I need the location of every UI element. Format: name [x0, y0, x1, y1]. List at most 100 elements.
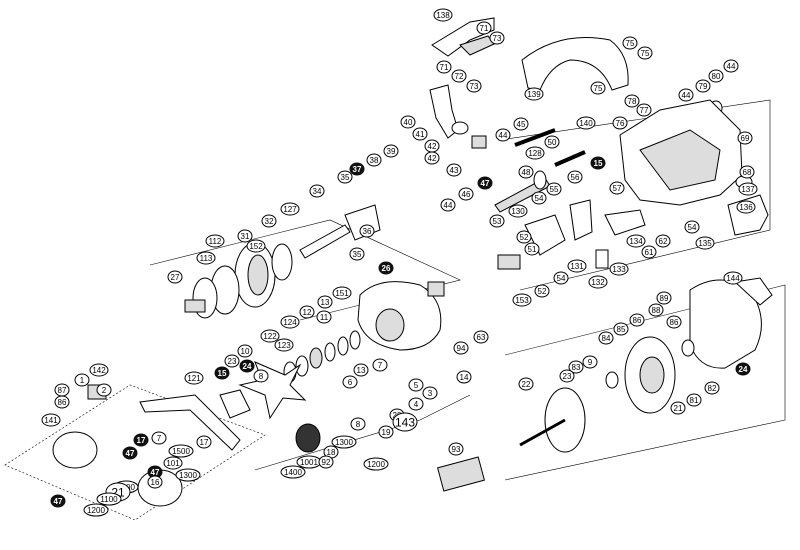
- callout-label: 16: [151, 478, 160, 487]
- callout-bubble: [133, 433, 149, 447]
- callout-label: 13: [321, 298, 330, 307]
- callout-85: 85: [613, 322, 629, 336]
- callout-bubble: [723, 271, 743, 285]
- callout-17: 17: [133, 433, 149, 447]
- brake-plate-hub-part: [639, 356, 665, 394]
- callout-bubble: [309, 184, 325, 198]
- right-frame-group-outline: [499, 99, 771, 291]
- callout-72: 72: [451, 69, 467, 83]
- callout-bubble: [622, 36, 638, 50]
- callout-bubble: [588, 275, 608, 289]
- drag-cap-part: [295, 423, 321, 453]
- callout-44: 44: [495, 128, 511, 142]
- callout-bubble: [246, 239, 266, 253]
- frame-cover-part: [521, 37, 629, 91]
- callout-label: 61: [645, 248, 654, 257]
- washer-123-part: [295, 355, 309, 377]
- callout-8: 8: [350, 417, 366, 431]
- callout-bubble: [408, 378, 424, 392]
- callout-label: 79: [699, 82, 708, 91]
- callout-label: 128: [528, 149, 542, 158]
- callout-label: 92: [322, 458, 331, 467]
- callout-label: 1200: [367, 460, 385, 469]
- callout-bubble: [508, 204, 528, 218]
- callout-42: 42: [424, 151, 440, 165]
- callout-21: 21: [670, 401, 686, 415]
- callout-124: 124: [280, 315, 300, 329]
- callout-bubble: [96, 492, 122, 506]
- callout-label: 86: [633, 316, 642, 325]
- callout-bubble: [456, 370, 472, 384]
- callout-label: 19: [382, 428, 391, 437]
- main-frame: [619, 99, 769, 236]
- callout-bubble: [546, 182, 562, 196]
- callout-bubble: [280, 465, 306, 479]
- callout-label: 123: [277, 341, 291, 350]
- callout-47: 47: [477, 176, 493, 190]
- callout-label: 13: [357, 366, 366, 375]
- callout-bubble: [598, 331, 614, 345]
- callout-bubble: [363, 457, 389, 471]
- callout-label: 24: [739, 365, 748, 374]
- callout-bubble: [655, 234, 671, 248]
- callout-bubble: [684, 220, 700, 234]
- callout-bubble: [147, 475, 163, 489]
- callout-bubble: [446, 163, 462, 177]
- handle-arm-part: [139, 394, 241, 451]
- callout-77: 77: [636, 103, 652, 117]
- callout-bubble: [316, 310, 332, 324]
- callout-label: 35: [341, 173, 350, 182]
- callout-label: 2: [102, 386, 107, 395]
- callout-bubble: [609, 181, 625, 195]
- callout-bubble: [489, 31, 505, 45]
- callout-label: 54: [688, 223, 697, 232]
- callout-label: 113: [200, 254, 213, 263]
- callout-bubble: [318, 455, 334, 469]
- star-drag-handle: [52, 361, 321, 507]
- callout-bubble: [408, 397, 424, 411]
- callout-bubble: [261, 214, 277, 228]
- callout-8: 8: [253, 369, 269, 383]
- callout-label: 151: [335, 289, 349, 298]
- cylinder-101-part: [436, 456, 486, 492]
- callout-bubble: [516, 230, 532, 244]
- callout-1300: 1300: [331, 435, 357, 449]
- callout-bubble: [678, 88, 694, 102]
- callout-label: 153: [515, 296, 529, 305]
- callout-bubble: [50, 494, 66, 508]
- callout-1300: 1300: [175, 468, 201, 482]
- callout-1500: 1500: [168, 444, 194, 458]
- callout-31: 31: [237, 229, 253, 243]
- callout-label: 3: [428, 389, 433, 398]
- callout-89: 89: [656, 291, 672, 305]
- callout-label: 37: [353, 165, 362, 174]
- callout-bubble: [567, 259, 587, 273]
- callout-label: 1500: [172, 447, 190, 456]
- callout-label: 44: [499, 131, 508, 140]
- callout-bubble: [184, 371, 204, 385]
- callout-bubble: [54, 395, 70, 409]
- callout-bubble: [280, 202, 300, 216]
- callout-75: 75: [590, 81, 606, 95]
- callout-label: 47: [151, 468, 160, 477]
- callout-label: 44: [444, 201, 453, 210]
- spool-shaft-part: [184, 299, 206, 313]
- clutch-plate-part: [471, 135, 487, 149]
- callout-label: 9: [588, 358, 593, 367]
- callout-75: 75: [637, 46, 653, 60]
- gear-assembly: [184, 204, 381, 319]
- pawl-55-part: [569, 199, 593, 241]
- washer-12-part: [337, 336, 349, 356]
- callout-bubble: [559, 369, 575, 383]
- washer-13-part: [349, 330, 361, 350]
- callout-bubble: [568, 360, 584, 374]
- callout-bubble: [167, 270, 183, 284]
- callout-bubble: [495, 128, 511, 142]
- side-cover-knob-part: [733, 277, 773, 306]
- callout-10: 10: [237, 344, 253, 358]
- callout-bubble: [626, 234, 646, 248]
- callout-label: 54: [535, 194, 544, 203]
- callout-bubble: [531, 191, 547, 205]
- plate-132-part: [595, 249, 609, 269]
